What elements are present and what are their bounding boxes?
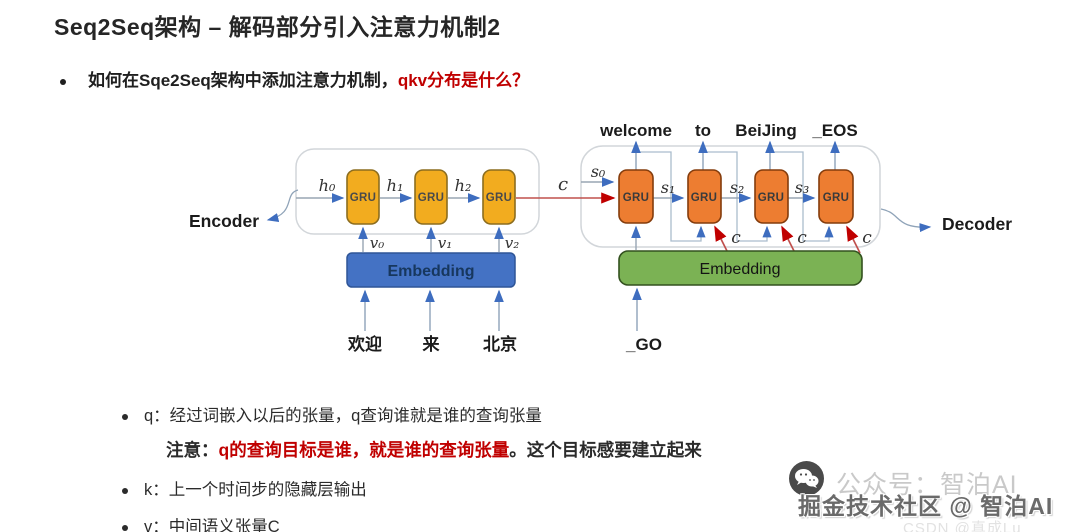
label-v0: v₀	[370, 234, 385, 252]
encoder-embed-arrows	[358, 225, 641, 252]
note-v: v：中间语义张量C	[122, 513, 280, 532]
input-word-3: 北京	[483, 334, 517, 354]
decoder-gru-3-label: GRU	[758, 192, 784, 204]
note-attention-red: q的查询目标是谁，就是谁的查询张量	[218, 440, 510, 460]
decoder-gru-2	[687, 169, 722, 224]
note-q: q：经过词嵌入以后的张量，q查询谁就是谁的查询张量	[122, 402, 542, 426]
wechat-icon-glyph	[795, 469, 819, 488]
encoder-pointer-curve	[266, 189, 299, 222]
decoder-embedding-box	[618, 250, 863, 286]
label-h1: h₁	[387, 176, 404, 195]
decoder-container	[580, 145, 881, 248]
page-title: Seq2Seq架构 – 解码部分引入注意力机制2	[54, 14, 501, 40]
note-attention: 注意：q的查询目标是谁，就是谁的查询张量。这个目标感要建立起来	[166, 437, 702, 462]
wechat-icon	[789, 461, 824, 496]
decoder-gru-1	[618, 169, 654, 224]
output-word-1: welcome	[599, 121, 672, 140]
label-c1: c	[731, 228, 741, 248]
label-v1: v₁	[438, 234, 453, 252]
encoder-label: Encoder	[189, 211, 259, 231]
encoder-embedding-box	[346, 252, 516, 288]
encoder-input-words: 欢迎 来 北京 _GO	[347, 334, 662, 354]
bullet-dot	[122, 524, 128, 531]
question-text: 如何在Sqe2Seq架构中添加注意力机制，	[88, 71, 398, 90]
label-s3: s₃	[795, 178, 810, 197]
label-h0: h₀	[319, 176, 336, 195]
encoder-gru-boxes: GRU GRU GRU	[346, 169, 516, 225]
label-c2: c	[797, 228, 807, 248]
decoder-state-arrows	[581, 177, 816, 203]
input-word-2: 来	[422, 334, 441, 354]
encoder-gru-1	[346, 169, 380, 225]
note-q-text: q：经过词嵌入以后的张量，q查询谁就是谁的查询张量	[144, 407, 542, 425]
encoder-gru-1-label: GRU	[350, 192, 376, 204]
decoder-gru-boxes: GRU GRU GRU GRU	[618, 169, 854, 224]
encoder-gru-3	[482, 169, 516, 225]
label-s0: s₀	[591, 162, 606, 181]
encoder-gru-2	[414, 169, 448, 225]
label-h2: h₂	[455, 176, 472, 195]
input-word-arrows	[360, 287, 642, 331]
input-word-1: 欢迎	[347, 334, 382, 354]
decoder-label: Decoder	[942, 214, 1012, 234]
encoder-embedding-label: Embedding	[387, 263, 474, 280]
label-c3: c	[862, 228, 872, 248]
question-text-red: qkv分布是什么？	[397, 71, 530, 90]
decoder-pointer-curve	[880, 208, 932, 233]
math-labels: h₀ h₁ h₂ c s₀ s₁ s₂ s₃ v₀ v₁ v₂ c c c	[319, 162, 873, 252]
bullet-dot	[122, 413, 128, 420]
decoder-output-words: welcome to BeiJing _EOS	[599, 121, 858, 140]
watermark-csdn-text: CSDN @真成Lu	[903, 520, 1022, 532]
decoder-feedback-loops	[636, 151, 834, 242]
encoder-gru-3-label: GRU	[486, 192, 512, 204]
note-k: k：上一个时间步的隐藏层输出	[122, 476, 367, 500]
label-s2: s₂	[730, 178, 745, 197]
decoder-gru-1-label: GRU	[623, 192, 649, 204]
decoder-gru-2-label: GRU	[691, 192, 717, 204]
output-word-2: to	[695, 121, 711, 140]
bullet-dot	[60, 78, 66, 85]
output-word-4: _EOS	[811, 121, 857, 140]
bullet-dot	[122, 487, 128, 494]
note-k-text: k：上一个时间步的隐藏层输出	[144, 481, 367, 499]
decoder-embedding-label: Embedding	[700, 261, 781, 278]
decoder-context-arrows	[714, 225, 861, 254]
encoder-gru-2-label: GRU	[418, 192, 444, 204]
decoder-output-arrows	[631, 140, 840, 170]
output-word-3: BeiJing	[735, 121, 796, 140]
note-v-text: v：中间语义张量C	[144, 518, 280, 532]
decoder-gru-4	[818, 169, 854, 224]
watermark-juejin-text: 掘金技术社区 @ 智泊AI	[798, 493, 1054, 519]
watermark-wechat-text: 公众号：智泊AI	[836, 471, 1018, 499]
go-token: _GO	[625, 335, 662, 354]
label-v2: v₂	[505, 234, 520, 252]
decoder-gru-4-label: GRU	[823, 192, 849, 204]
encoder-container	[295, 148, 540, 235]
note-attention-prefix: 注意：	[166, 440, 219, 460]
label-s1: s₁	[661, 178, 676, 197]
note-attention-suffix: 。这个目标感要建立起来	[509, 440, 702, 460]
question-bullet: 如何在Sqe2Seq架构中添加注意力机制，qkv分布是什么？	[60, 66, 529, 91]
label-c-main: c	[558, 174, 568, 195]
decoder-gru-3	[754, 169, 789, 224]
